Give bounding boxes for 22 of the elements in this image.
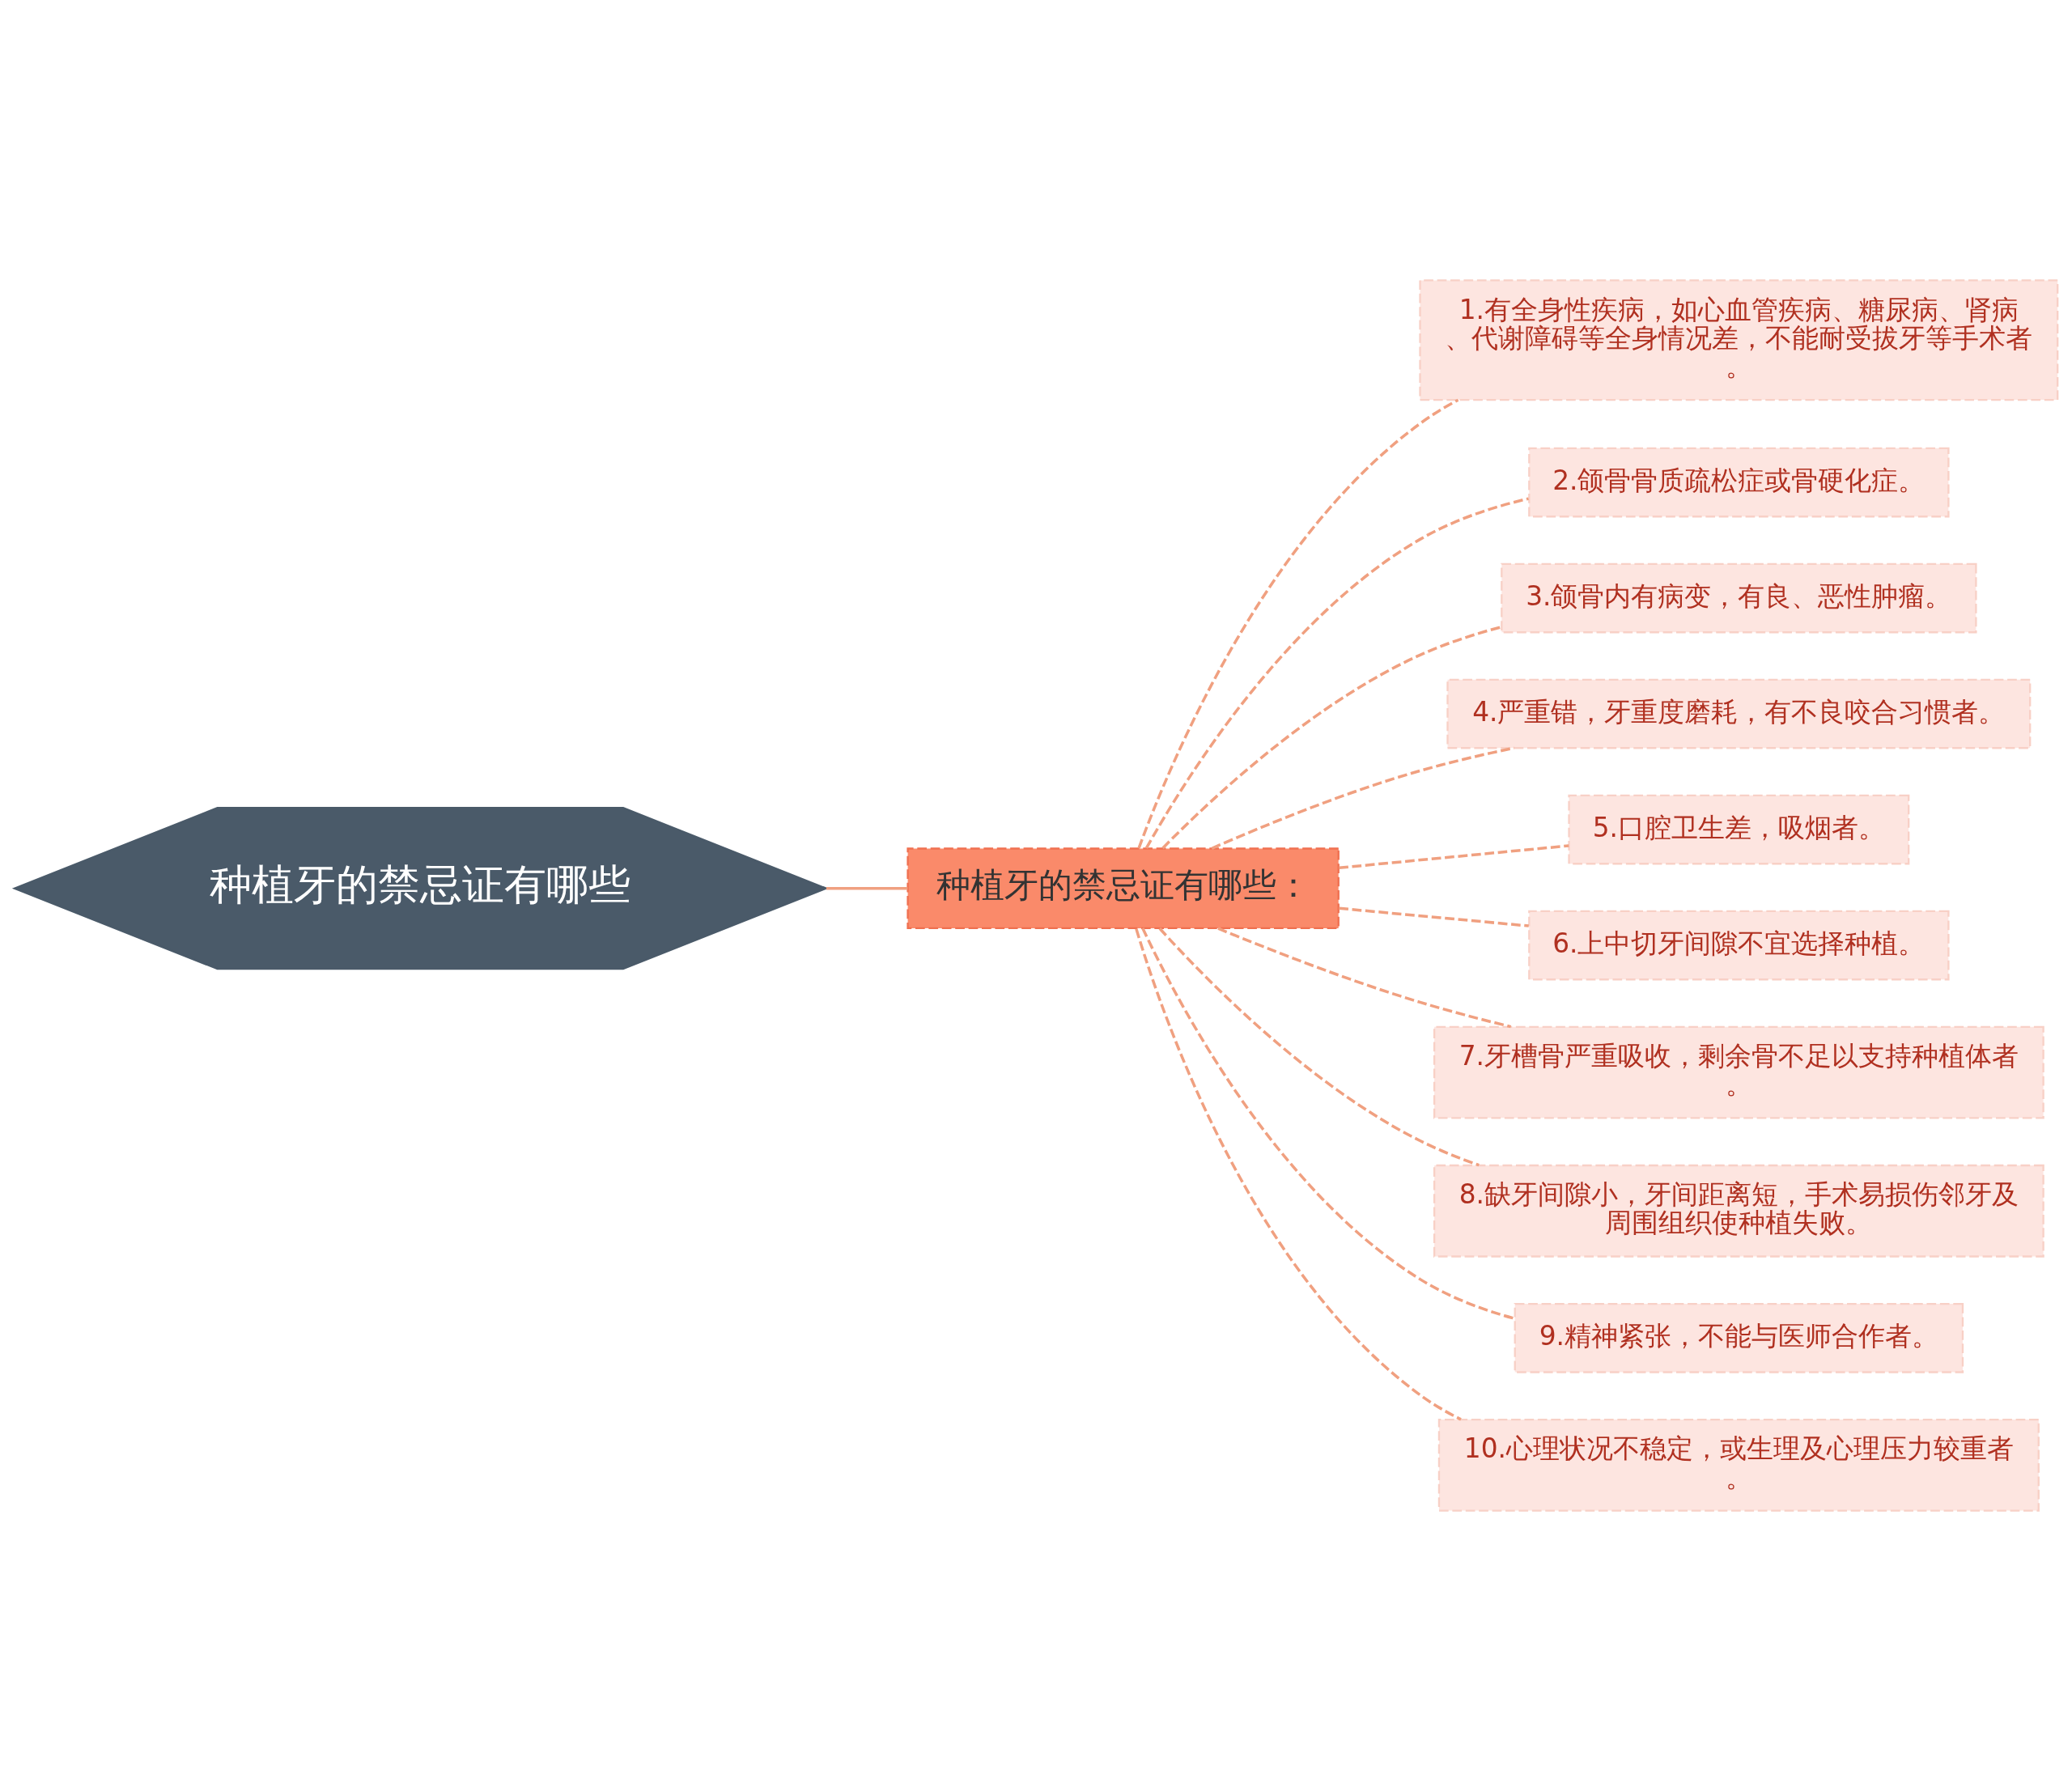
node-box: 3.颌骨内有病变，有良、恶性肿瘤。 xyxy=(1501,562,1977,634)
connector xyxy=(1144,497,1529,849)
connector xyxy=(1217,927,1512,1029)
connector xyxy=(1137,398,1459,849)
connector xyxy=(1339,906,1529,927)
connector xyxy=(826,886,908,890)
connector xyxy=(1211,746,1514,850)
node-box: 2.颌骨骨质疏松症或骨硬化症。 xyxy=(1528,447,1950,518)
connector xyxy=(1339,844,1569,870)
node-box: 4.严重错，牙重度磨耗，有不良咬合习惯者。 xyxy=(1446,678,2032,749)
node-box: 1.有全身性疾病，如心血管疾病、糖尿病、肾病、代谢障碍等全身情况差，不能耐受拔牙等手术者。 xyxy=(1419,279,2059,401)
node-box: 10.心理状况不稳定，或生理及心理压力较重者。 xyxy=(1437,1418,2040,1512)
connector xyxy=(1161,626,1502,850)
node-box: 6.上中切牙间隙不宜选择种植。 xyxy=(1528,910,1950,981)
node-box: 7.牙槽骨严重吸收，剩余骨不足以支持种植体者。 xyxy=(1433,1025,2044,1119)
node-box: 种植牙的禁忌证有哪些： xyxy=(906,847,1340,930)
connector xyxy=(1135,928,1462,1421)
connector xyxy=(1158,927,1480,1167)
node-box: 9.精神紧张，不能与医师合作者。 xyxy=(1514,1302,1964,1373)
connector xyxy=(1141,927,1515,1320)
node-box: 5.口腔卫生差，吸烟者。 xyxy=(1568,794,1910,865)
node-box: 8.缺牙间隙小，牙间距离短，手术易损伤邻牙及周围组织使种植失败。 xyxy=(1433,1164,2044,1258)
